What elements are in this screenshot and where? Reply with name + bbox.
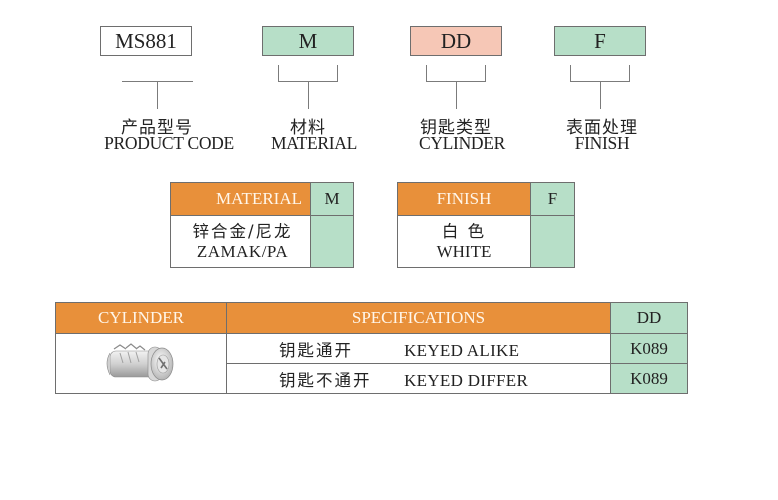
material-value-cn: 锌合金/尼龙 bbox=[192, 221, 293, 241]
connector-line bbox=[157, 81, 158, 109]
material-value-en: ZAMAK/PA bbox=[196, 241, 289, 261]
cylinder-code-value: DD bbox=[440, 28, 472, 53]
finish-table: FINISH F 白 色 WHITE bbox=[397, 182, 575, 268]
specifications-header: SPECIFICATIONS bbox=[226, 302, 611, 334]
material-code-cell bbox=[310, 215, 354, 268]
product-code-value: MS881 bbox=[115, 28, 177, 53]
spec-row: 钥匙不通开 KEYED DIFFER bbox=[226, 363, 611, 394]
material-table-code-header: M bbox=[310, 182, 354, 216]
material-code-value: M bbox=[298, 28, 318, 53]
spec-row-code: K089 bbox=[610, 333, 688, 364]
product-code-label-cn: 产品型号 bbox=[121, 118, 193, 138]
material-label-cn: 材料 bbox=[290, 118, 326, 138]
spec-row-en: KEYED DIFFER bbox=[404, 370, 529, 390]
bracket-line bbox=[456, 81, 457, 109]
material-label-en: MATERIAL bbox=[270, 133, 358, 153]
finish-value-en: WHITE bbox=[436, 241, 492, 261]
finish-code-cell bbox=[530, 215, 575, 268]
material-value-cell: 锌合金/尼龙 ZAMAK/PA bbox=[170, 215, 311, 268]
bracket-line bbox=[629, 65, 630, 82]
bracket-line bbox=[337, 65, 338, 82]
lock-cylinder-icon bbox=[106, 342, 174, 381]
finish-table-code-header: F bbox=[530, 182, 575, 216]
spec-row-cn: 钥匙不通开 bbox=[279, 370, 372, 390]
finish-code-box: F bbox=[554, 26, 646, 56]
cylinder-table-header: CYLINDER bbox=[55, 302, 227, 334]
bracket-line bbox=[426, 65, 427, 82]
cylinder-code-box: DD bbox=[410, 26, 502, 56]
bracket-line bbox=[278, 65, 279, 82]
material-table: MATERIAL M 锌合金/尼龙 ZAMAK/PA bbox=[170, 182, 354, 268]
finish-value-cn: 白 色 bbox=[441, 221, 487, 241]
cylinder-image-cell bbox=[55, 333, 227, 394]
cylinder-label-cn: 钥匙类型 bbox=[420, 118, 492, 138]
bracket-line bbox=[570, 65, 571, 82]
spec-row: 钥匙通开 KEYED ALIKE bbox=[226, 333, 611, 364]
cylinder-label-en: CYLINDER bbox=[418, 133, 506, 153]
bracket-line bbox=[308, 81, 309, 109]
material-table-header: MATERIAL bbox=[170, 182, 311, 216]
finish-code-value: F bbox=[594, 28, 606, 53]
finish-value-cell: 白 色 WHITE bbox=[397, 215, 531, 268]
bracket-line bbox=[485, 65, 486, 82]
spec-row-cn: 钥匙通开 bbox=[279, 340, 353, 360]
bracket-line bbox=[600, 81, 601, 109]
cylinder-code-header: DD bbox=[610, 302, 688, 334]
finish-label-en: FINISH bbox=[574, 133, 630, 153]
product-code-label-en: PRODUCT CODE bbox=[104, 133, 234, 153]
finish-label-cn: 表面处理 bbox=[566, 118, 638, 138]
spec-row-code: K089 bbox=[610, 363, 688, 394]
product-code-box: MS881 bbox=[100, 26, 192, 56]
cylinder-table: CYLINDER SPECIFICATIONS DD bbox=[55, 302, 688, 394]
finish-table-header: FINISH bbox=[397, 182, 531, 216]
material-code-box: M bbox=[262, 26, 354, 56]
spec-row-en: KEYED ALIKE bbox=[404, 340, 520, 360]
